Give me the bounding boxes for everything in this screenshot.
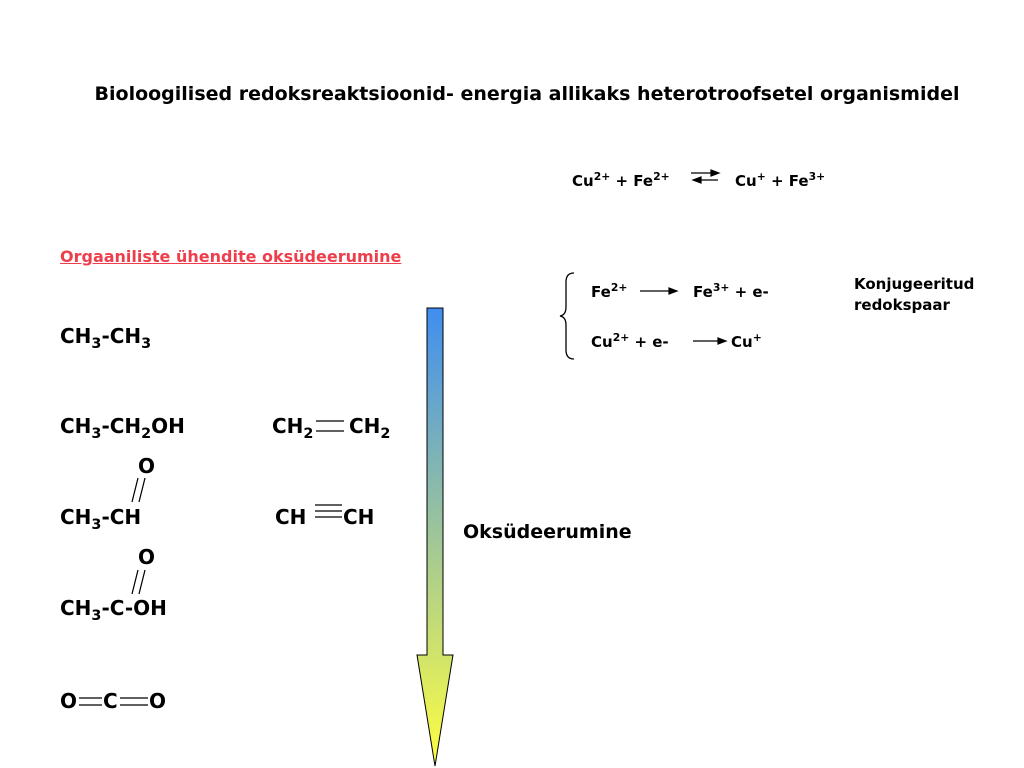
formula-text: CH [60, 596, 92, 620]
compound-acetaldehyde: CH3-CH [60, 505, 142, 532]
formula-subscript: 2 [303, 426, 314, 443]
formula-superscript: 2+ [610, 281, 628, 295]
formula-superscript: 2+ [593, 170, 611, 184]
chemical-bonds [79, 420, 344, 706]
formula-text: OH [151, 414, 185, 438]
compound-ethene-left: CH2 [272, 414, 313, 441]
formula-subscript: 3 [91, 517, 102, 534]
equilibrium-products: Cu+ + Fe3+ [735, 170, 826, 190]
equilibrium-reactants: Cu2+ + Fe2+ [572, 170, 670, 190]
acetaldehyde-oxygen: O [138, 454, 156, 478]
compound-ethyne-right: CH [343, 505, 375, 529]
oxidation-label: Oksüdeerumine [463, 521, 632, 543]
formula-text: CH [60, 414, 92, 438]
compound-ethane: CH3-CH3 [60, 324, 151, 351]
conjugate-pair-label: Konjugeeritud redokspaar [854, 274, 974, 316]
formula-text: CH [60, 324, 92, 348]
formula-subscript: 3 [91, 426, 102, 443]
conjugate-label-line-2: redokspaar [854, 296, 950, 314]
formula-text: Cu [591, 333, 613, 351]
formula-text: Cu [572, 172, 594, 190]
compound-acetic-acid: CH3-C-OH [60, 596, 167, 623]
formula-superscript: + [756, 170, 766, 184]
formula-subscript: 2 [141, 426, 152, 443]
formula-superscript: 2+ [653, 170, 670, 184]
formula-subscript: 3 [91, 608, 102, 625]
formula-text: -CH [101, 505, 142, 529]
formula-text: Fe [693, 283, 713, 301]
formula-superscript: + [752, 331, 762, 345]
formula-text: CH [272, 414, 304, 438]
formula-text: -C-OH [101, 596, 167, 620]
formula-text: Fe [591, 283, 611, 301]
half-reaction-2-reactant: Cu2+ + e- [591, 331, 669, 351]
formula-text: CH [349, 414, 381, 438]
conjugate-pair-brace [559, 272, 575, 360]
page-title: Bioloogilised redoksreaktsioonid- energi… [94, 83, 960, 105]
formula-text: Cu [731, 333, 753, 351]
section-title: Orgaaniliste ühendite oksüdeerumine [60, 247, 402, 266]
equilibrium-arrows [691, 169, 721, 184]
formula-text: + e- [729, 283, 769, 301]
half-reaction-arrows [640, 287, 728, 345]
formula-superscript: 3+ [712, 281, 730, 295]
formula-text: -CH [101, 324, 142, 348]
formula-superscript: 3+ [808, 170, 826, 184]
formula-text: -CH [101, 414, 142, 438]
formula-subscript: 2 [380, 426, 391, 443]
formula-subscript: 3 [141, 336, 152, 353]
co2-carbon: C [103, 689, 118, 713]
compound-ethanol: CH3-CH2OH [60, 414, 185, 441]
formula-text: + Fe [610, 172, 654, 190]
compound-ethene-right: CH2 [349, 414, 390, 441]
formula-subscript: 3 [91, 336, 102, 353]
half-reaction-1-reactant: Fe2+ [591, 281, 628, 301]
formula-text: + Fe [765, 172, 809, 190]
acetic-acid-oxygen: O [138, 545, 156, 569]
formula-text: CH [60, 505, 92, 529]
half-reaction-1-product: Fe3+ + e- [693, 281, 769, 301]
half-reaction-2-product: Cu+ [731, 331, 762, 351]
formula-superscript: 2+ [612, 331, 630, 345]
compound-ethyne-left: CH [275, 505, 307, 529]
co2-oxygen-right: O [149, 689, 167, 713]
co2-oxygen-left: O [60, 689, 78, 713]
formula-text: Cu [735, 172, 757, 190]
conjugate-label-line-1: Konjugeeritud [854, 275, 975, 293]
oxidation-arrow [416, 307, 454, 767]
formula-text: + e- [629, 333, 669, 351]
